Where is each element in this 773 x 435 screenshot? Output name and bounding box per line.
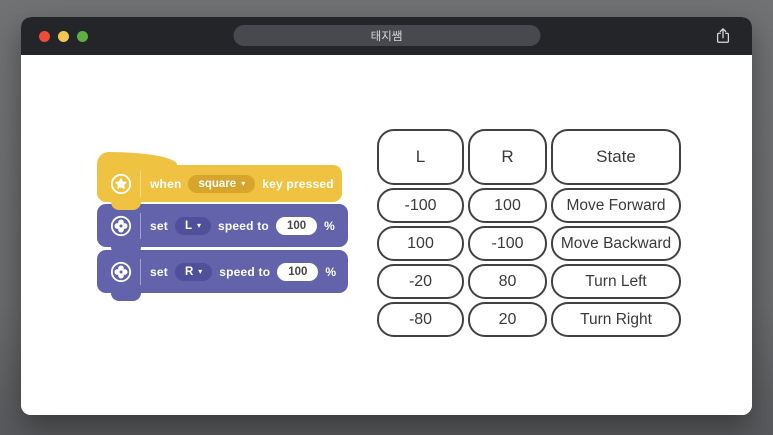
speed-value-input[interactable]: 100 [277,262,319,281]
speed-to-label: speed to [218,218,269,233]
port-dropdown-value: L [184,219,192,232]
clover-icon [110,261,132,283]
browser-window: 태지쌤 whe [21,17,752,415]
cell-l: -80 [377,302,464,337]
cell-l: 100 [377,226,464,261]
table-row: -100 100 Move Forward [377,188,681,223]
set-speed-block-r[interactable]: set R ▾ speed to 100 % [97,250,348,293]
block-divider [140,170,141,197]
set-label: set [150,264,168,279]
speed-to-label: speed to [219,264,271,279]
cell-state: Move Backward [551,226,681,261]
chevron-down-icon: ▾ [196,220,201,230]
page-title: 태지쌤 [370,30,403,43]
port-dropdown-value: R [184,265,194,278]
key-dropdown-value: square [198,177,237,190]
title-bar: 태지쌤 [21,17,752,55]
traffic-lights [39,30,88,42]
chevron-down-icon: ▾ [241,178,246,188]
cell-l: -20 [377,264,464,299]
speed-value-input[interactable]: 100 [275,216,318,235]
share-icon[interactable] [714,27,732,45]
block-divider [140,212,141,239]
header-cell-l: L [377,129,464,185]
percent-label: % [325,264,337,279]
hat-label-when: when [150,176,182,191]
cell-state: Turn Right [551,302,681,337]
close-button[interactable] [39,30,50,42]
set-speed-block-l[interactable]: set L ▾ speed to 100 % [97,204,348,247]
hat-label-key-pressed: key pressed [262,176,334,191]
address-bar[interactable]: 태지쌤 [233,25,540,46]
table-row: -20 80 Turn Left [377,264,681,299]
block-divider [140,258,141,285]
cell-r: 20 [468,302,547,337]
page-content: when square ▾ key pressed [21,55,752,415]
table-row: 100 -100 Move Backward [377,226,681,261]
chevron-down-icon: ▾ [198,266,203,276]
hat-block-hump [97,152,177,167]
port-dropdown-l[interactable]: L ▾ [174,216,211,235]
header-cell-state: State [551,129,681,185]
hat-block[interactable]: when square ▾ key pressed [97,165,342,202]
hat-block-tab [111,201,141,210]
percent-label: % [324,218,336,233]
cell-r: 80 [468,264,547,299]
zoom-button[interactable] [77,30,88,42]
set-label: set [150,218,168,233]
key-dropdown[interactable]: square ▾ [188,174,256,193]
table-row: -80 20 Turn Right [377,302,681,337]
minimize-button[interactable] [58,30,69,42]
clover-icon [110,215,132,237]
block-stack: when square ▾ key pressed [97,152,367,317]
cell-state: Turn Left [551,264,681,299]
header-cell-r: R [468,129,547,185]
set-block-1-tab [111,246,141,255]
cell-state: Move Forward [551,188,681,223]
port-dropdown-r[interactable]: R ▾ [174,262,213,281]
star-icon [110,173,132,195]
motor-state-table: L R State -100 100 Move Forward 100 -100… [377,129,681,340]
table-header-row: L R State [377,129,681,185]
cell-r: 100 [468,188,547,223]
cell-l: -100 [377,188,464,223]
cell-r: -100 [468,226,547,261]
set-block-2-tab [111,292,141,301]
